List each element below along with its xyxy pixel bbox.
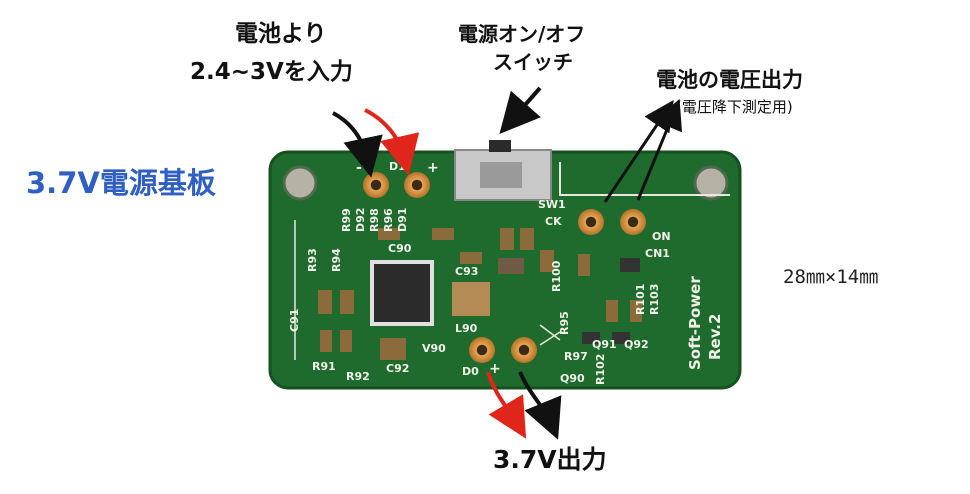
svg-text:R98: R98 — [368, 208, 381, 232]
battery-monitor-sublabel: (電圧降下測定用) — [676, 98, 793, 116]
input-arrow-red — [364, 108, 420, 176]
silk-text: D1 - + D0 + SW1 CK ON CN1 C90 C93 L90 V9… — [288, 160, 724, 385]
svg-text:Q92: Q92 — [624, 338, 649, 351]
svg-text:D92: D92 — [354, 208, 367, 232]
input-arrow-black — [332, 111, 383, 178]
svg-text:CN1: CN1 — [645, 247, 670, 260]
switch-label-line1: 電源オン/オフ — [458, 22, 586, 46]
svg-text:R103: R103 — [648, 284, 661, 315]
input-label-line2: 2.4~3Vを入力 — [190, 59, 353, 85]
svg-text:R100: R100 — [550, 260, 563, 292]
svg-text:C92: C92 — [386, 362, 409, 375]
monitor-pad-1 — [578, 209, 604, 235]
output-arrow-black — [518, 371, 562, 440]
svg-text:R91: R91 — [312, 360, 336, 373]
page-title: 3.7V電源基板 — [26, 166, 216, 200]
switch-label-line2: スイッチ — [493, 50, 573, 74]
dimensions-label: 28㎜×14㎜ — [783, 266, 879, 288]
svg-text:Q90: Q90 — [560, 372, 585, 385]
svg-text:R94: R94 — [330, 248, 343, 272]
smd-components — [318, 228, 642, 360]
svg-text:SW1: SW1 — [538, 198, 566, 211]
svg-text:-: - — [356, 160, 362, 176]
svg-text:R97: R97 — [564, 350, 588, 363]
transistors — [582, 258, 640, 344]
svg-text:+: + — [489, 361, 501, 377]
mounting-hole-left — [282, 165, 318, 201]
output-pad-1 — [469, 337, 495, 363]
ic-chip — [370, 260, 434, 326]
svg-text:Soft-Power: Soft-Power — [686, 276, 704, 370]
svg-text:ON: ON — [652, 230, 671, 243]
svg-text:R102: R102 — [594, 354, 607, 385]
svg-text:R95: R95 — [558, 311, 571, 335]
monitor-arrow-2 — [636, 98, 683, 201]
input-pad-minus — [363, 172, 389, 198]
inductor-l90 — [452, 282, 490, 316]
svg-text:D1: D1 — [389, 160, 406, 173]
switch-arrow — [499, 86, 542, 134]
svg-text:Rev.2: Rev.2 — [706, 314, 724, 360]
input-label-line1: 電池より — [235, 21, 327, 47]
svg-text:C93: C93 — [455, 265, 478, 278]
output-label: 3.7V出力 — [493, 445, 607, 474]
svg-text:L90: L90 — [455, 322, 478, 335]
svg-text:R101: R101 — [634, 284, 647, 315]
mounting-hole-right — [693, 165, 729, 201]
svg-text:C91: C91 — [288, 309, 301, 332]
input-pad-plus — [404, 172, 430, 198]
svg-text:D91: D91 — [396, 208, 409, 232]
svg-text:+: + — [427, 160, 439, 176]
svg-text:CK: CK — [545, 215, 562, 228]
svg-text:Q91: Q91 — [592, 338, 617, 351]
output-arrow-red — [486, 371, 527, 439]
monitor-pad-2 — [620, 209, 646, 235]
svg-text:D0: D0 — [462, 365, 479, 378]
svg-text:C90: C90 — [388, 242, 412, 255]
svg-text:R93: R93 — [306, 248, 319, 272]
svg-text:V90: V90 — [422, 342, 446, 355]
battery-monitor-label: 電池の電圧出力 — [656, 68, 803, 92]
output-pad-2 — [511, 337, 537, 363]
svg-text:R92: R92 — [346, 370, 370, 383]
svg-text:R96: R96 — [382, 208, 395, 232]
svg-text:R99: R99 — [340, 208, 353, 232]
